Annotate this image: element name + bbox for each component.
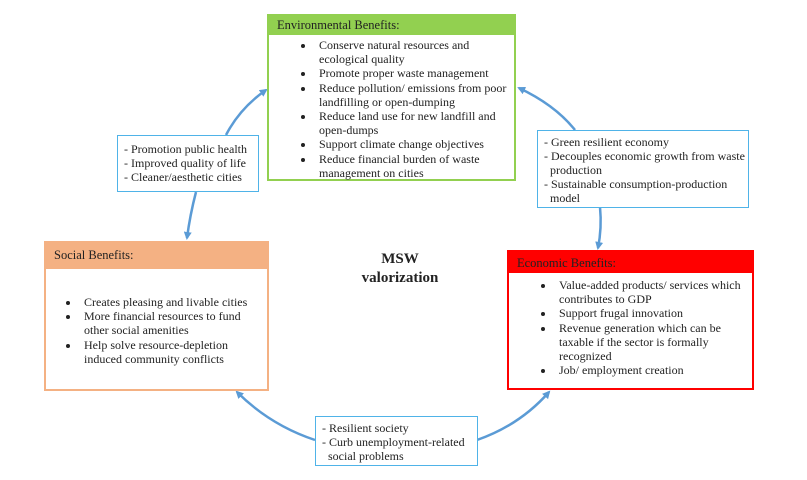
list-item: Support frugal innovation <box>555 306 752 320</box>
list-item: Promote proper waste management <box>315 66 514 80</box>
center-label: MSW valorization <box>340 250 460 288</box>
arrow-to-environmental-right <box>517 86 576 131</box>
link-item: social problems <box>322 449 404 463</box>
list-item: Reduce land use for new landfill and ope… <box>315 109 514 137</box>
link-item: - Decouples economic growth from waste <box>544 149 745 163</box>
list-item: Conserve natural resources and ecologica… <box>315 38 514 66</box>
link-item: - Cleaner/aesthetic cities <box>124 170 242 184</box>
list-item: Reduce pollution/ emissions from poor la… <box>315 81 514 109</box>
link-item: - Green resilient economy <box>544 135 669 149</box>
link-item: - Promotion public health <box>124 142 247 156</box>
link-item: production <box>544 163 602 177</box>
link-item: model <box>544 191 580 205</box>
center-label-line: valorization <box>361 270 439 286</box>
social-benefits-box: Social Benefits: Creates pleasing and li… <box>44 241 269 391</box>
economic-benefits-box: Economic Benefits: Value-added products/… <box>507 250 754 390</box>
economic-benefits-title: Economic Benefits: <box>509 252 752 273</box>
social-economic-link-box: - Resilient society - Curb unemployment-… <box>315 416 478 466</box>
environmental-economic-link-box: - Green resilient economy - Decouples ec… <box>537 130 749 208</box>
environmental-benefits-title: Environmental Benefits: <box>269 16 514 35</box>
list-item: Reduce financial burden of waste managem… <box>315 152 514 180</box>
list-item: Creates pleasing and livable cities <box>80 295 267 309</box>
list-item: Help solve resource-depletion induced co… <box>80 338 267 366</box>
link-item: - Curb unemployment-related <box>322 435 465 449</box>
arrow-to-economic-bottom <box>476 390 551 442</box>
link-item: - Improved quality of life <box>124 156 246 170</box>
list-item: More financial resources to fund other s… <box>80 309 267 337</box>
link-item: - Resilient society <box>322 421 409 435</box>
social-benefits-title: Social Benefits: <box>46 243 267 269</box>
environmental-benefits-box: Environmental Benefits: Conserve natural… <box>267 14 516 181</box>
link-item: - Sustainable consumption-production <box>544 177 728 191</box>
arrow-to-environmental-left <box>224 88 268 136</box>
list-item: Revenue generation which can be taxable … <box>555 321 752 364</box>
social-benefits-list: Creates pleasing and livable cities More… <box>46 269 267 366</box>
arrow-to-social-bottom <box>235 390 316 442</box>
list-item: Job/ employment creation <box>555 363 752 377</box>
arrow-to-social <box>183 191 198 240</box>
arrow-to-economic <box>595 206 604 250</box>
environmental-social-link-box: - Promotion public health - Improved qua… <box>117 135 259 192</box>
economic-benefits-list: Value-added products/ services which con… <box>509 273 752 377</box>
environmental-benefits-list: Conserve natural resources and ecologica… <box>269 35 514 180</box>
center-label-line: MSW <box>381 251 419 267</box>
list-item: Value-added products/ services which con… <box>555 278 752 306</box>
list-item: Support climate change objectives <box>315 137 514 151</box>
